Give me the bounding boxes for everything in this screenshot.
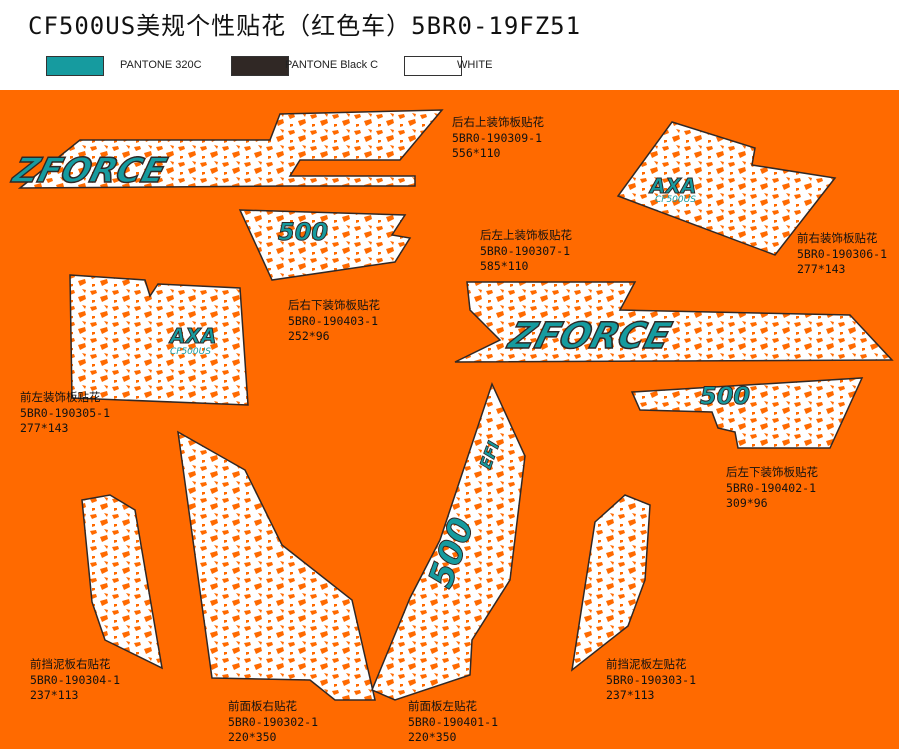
decal-name: 前挡泥板右贴花 [30, 657, 111, 671]
decal-rear-right-upper: ZFORCE [7, 109, 444, 192]
decal-rear-left-lower: 500 [630, 377, 864, 449]
decal-part-number: 5BR0-190302-1 [228, 714, 319, 729]
decal-front-left: AXA CF500US [69, 274, 249, 406]
decal-part-number: 5BR0-190402-1 [726, 480, 817, 495]
decal-part-number: 5BR0-190307-1 [480, 243, 571, 258]
decal-front-right: AXA CF500US [616, 121, 837, 256]
decal-front-fender-left [570, 494, 651, 672]
swatch-white [404, 56, 462, 76]
decal-size: 556*110 [452, 146, 501, 160]
axa-logo-left: AXA [168, 324, 216, 348]
decal-part-number: 5BR0-190401-1 [408, 714, 499, 729]
page-title: CF500US美规个性贴花（红色车）5BR0-19FZ51 [28, 12, 582, 40]
decal-part-number: 5BR0-190403-1 [288, 313, 379, 328]
decal-name: 前左装饰板贴花 [20, 390, 101, 404]
decal-part-number: 5BR0-190309-1 [452, 130, 543, 145]
decal-name: 前面板右贴花 [228, 699, 297, 713]
decal-size: 277*143 [797, 262, 846, 276]
decal-label-rear-right-upper: 后右上装饰板贴花 5BR0-190309-1 556*110 [452, 115, 544, 162]
swatch-pantone-320c [46, 56, 104, 76]
decal-name: 后左上装饰板贴花 [480, 228, 572, 242]
decal-label-front-panel-right: 前面板右贴花 5BR0-190302-1 220*350 [228, 699, 318, 746]
500-logo-rear-left: 500 [700, 382, 750, 410]
zforce-logo-lower: ZFORCE [503, 315, 675, 357]
decal-name: 后左下装饰板贴花 [726, 465, 818, 479]
decal-rear-right-lower: 500 [238, 209, 412, 281]
decal-size: 237*113 [606, 688, 655, 702]
decal-size: 277*143 [20, 421, 69, 435]
decal-name: 前面板左贴花 [408, 699, 477, 713]
decal-size: 220*350 [408, 730, 457, 744]
500-logo-rear-right: 500 [278, 218, 328, 246]
zforce-logo-upper: ZFORCE [8, 152, 171, 191]
decal-size: 309*96 [726, 496, 768, 510]
decal-part-number: 5BR0-190306-1 [797, 246, 888, 261]
legend-label-pantone-320c: PANTONE 320C [120, 59, 202, 71]
decal-part-number: 5BR0-190303-1 [606, 672, 697, 687]
decal-part-number: 5BR0-190305-1 [20, 405, 111, 420]
decal-label-rear-right-lower: 后右下装饰板贴花 5BR0-190403-1 252*96 [288, 298, 380, 345]
decal-front-panel-right [177, 430, 376, 701]
decal-label-front-left: 前左装饰板贴花 5BR0-190305-1 277*143 [20, 390, 110, 437]
decal-front-panel-left: 500 EFI [371, 381, 526, 701]
decal-name: 后右上装饰板贴花 [452, 115, 544, 129]
decal-label-front-fender-left: 前挡泥板左贴花 5BR0-190303-1 237*113 [606, 657, 696, 704]
decal-part-number: 5BR0-190304-1 [30, 672, 121, 687]
decal-label-front-panel-left: 前面板左贴花 5BR0-190401-1 220*350 [408, 699, 498, 746]
swatch-pantone-black-c [231, 56, 289, 76]
decal-label-rear-left-lower: 后左下装饰板贴花 5BR0-190402-1 309*96 [726, 465, 818, 512]
decal-size: 585*110 [480, 259, 529, 273]
decal-name: 前挡泥板左贴花 [606, 657, 687, 671]
legend-label-white: WHITE [457, 59, 493, 71]
cf500us-label-left: CF500US [170, 347, 211, 357]
cf500us-label-right: CF500US [655, 195, 696, 205]
decal-rear-left-upper: ZFORCE [454, 281, 894, 363]
legend-label-pantone-black-c: PANTONE Black C [285, 59, 379, 71]
decal-front-fender-right [81, 494, 163, 670]
decal-size: 237*113 [30, 688, 79, 702]
decal-size: 252*96 [288, 329, 330, 343]
decal-name: 前右装饰板贴花 [797, 231, 878, 245]
decal-label-rear-left-upper: 后左上装饰板贴花 5BR0-190307-1 585*110 [480, 228, 572, 275]
decal-label-front-fender-right: 前挡泥板右贴花 5BR0-190304-1 237*113 [30, 657, 120, 704]
decal-size: 220*350 [228, 730, 277, 744]
decal-name: 后右下装饰板贴花 [288, 298, 380, 312]
axa-logo-right: AXA [648, 174, 696, 198]
decal-label-front-right: 前右装饰板贴花 5BR0-190306-1 277*143 [797, 231, 887, 278]
